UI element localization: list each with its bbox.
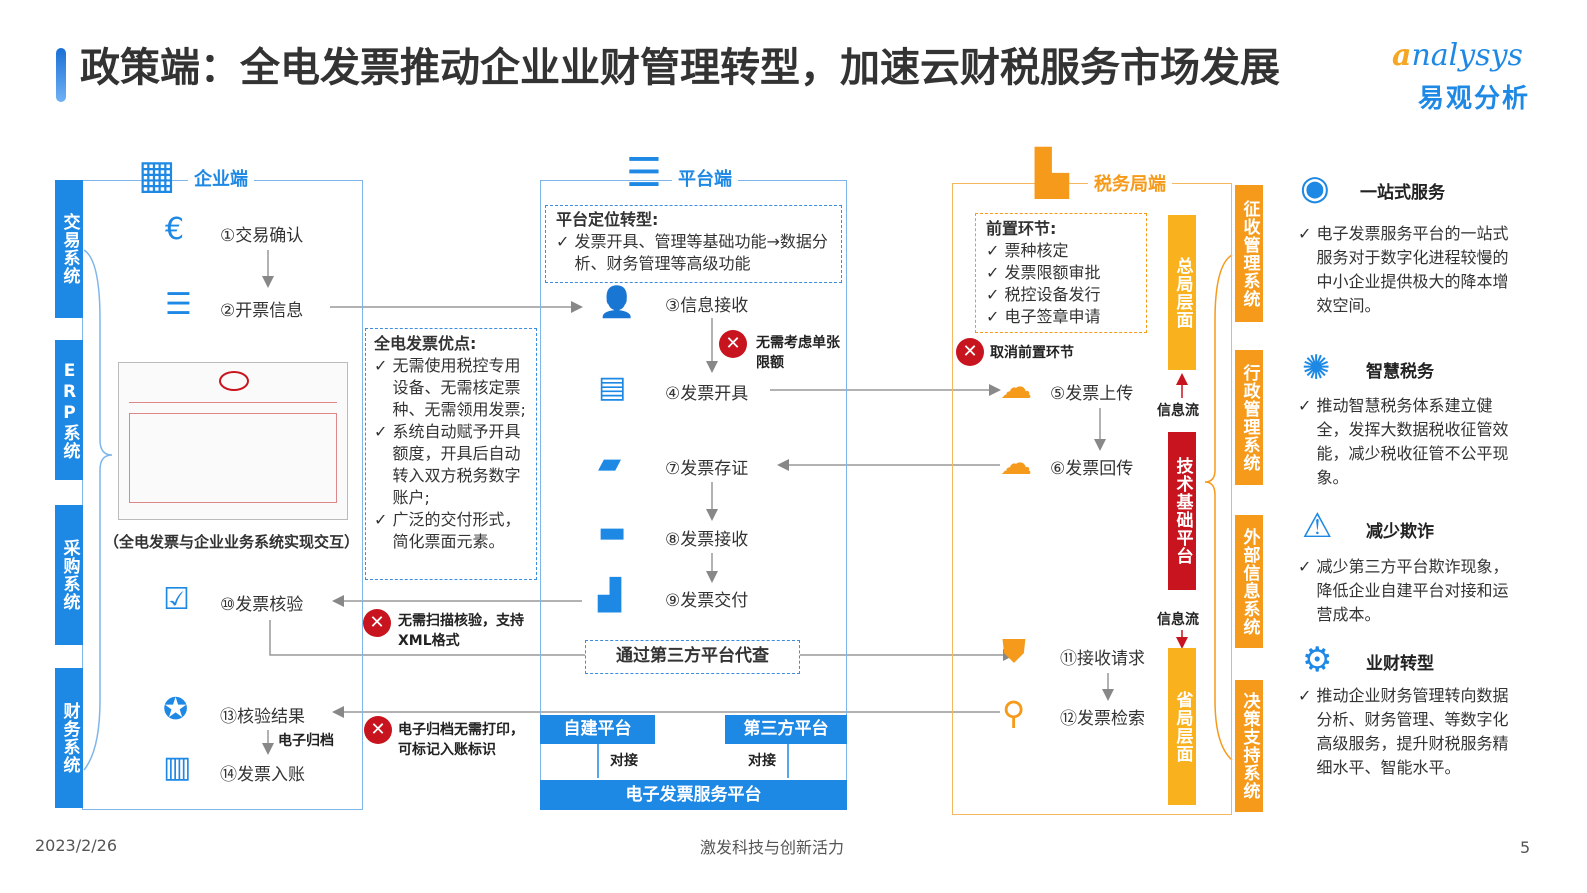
benefit-title: 智慧税务 (1366, 362, 1434, 382)
tab-erp-system: ERP系统 (55, 340, 83, 480)
step-12: ⑫发票检索 (1060, 709, 1145, 729)
advantage-item: ✓ 广泛的交付形式，简化票面元素。 (374, 510, 521, 551)
exchange-icon: € (165, 212, 185, 247)
tab-admin-system: 行政管理系统 (1235, 350, 1263, 485)
server-saas-icon: ☰ (626, 150, 662, 196)
atom-icon: ✺ (1302, 348, 1331, 388)
warning-icon: ⚠ (1302, 506, 1333, 546)
dock-label: 对接 (610, 753, 638, 769)
tab-external-info-system: 外部信息系统 (1235, 515, 1263, 648)
x-mark-icon: ✕ (956, 338, 984, 366)
pre-step: ✓ 票种核定 (986, 241, 1069, 260)
note-scan: 无需扫描核验，支持XML格式 (398, 613, 524, 649)
logo-cn: 易观分析 (1418, 84, 1531, 114)
advantage-item: ✓ 系统自动赋予开具额度，开具后自动转入双方税务数字账户; (374, 422, 521, 507)
advantage-item: ✓ 无需使用税控专用设备、无需核定票种、无需领用发票; (374, 356, 526, 419)
province-level: 省局层面 (1168, 648, 1196, 805)
info-flow-label: 信息流 (1157, 612, 1199, 628)
tab-trade-system: 交易系统 (55, 180, 83, 318)
step-6: ⑥发票回传 (1050, 459, 1134, 479)
tab-finance-system: 财务系统 (55, 668, 83, 808)
step-8: ⑧发票接收 (665, 530, 749, 550)
step-7: ⑦发票存证 (665, 459, 749, 479)
note-cancel: 取消前置环节 (990, 345, 1074, 361)
benefit-title: 减少欺诈 (1366, 522, 1434, 542)
gear-check-icon: ⚙ (1302, 640, 1333, 680)
self-built-platform: 自建平台 (540, 715, 655, 744)
step-2: ②开票信息 (220, 301, 304, 321)
logo: analysys (1392, 38, 1523, 73)
einvoice-service-platform: 电子发票服务平台 (540, 780, 847, 810)
cloud-upload-icon: ☁ (1000, 368, 1032, 406)
pre-step: ✓ 电子签章申请 (986, 307, 1101, 326)
platform-header: 平台端 (672, 165, 738, 191)
archive-label: 电子归档 (278, 733, 334, 749)
positioning-text: ✓ 发票开具、管理等基础功能→数据分析、财务管理等高级功能 (556, 232, 828, 273)
tax-header: 税务局端 (1088, 170, 1172, 196)
positioning-box: 平台定位转型: ✓ 发票开具、管理等基础功能→数据分析、财务管理等高级功能 (545, 205, 842, 283)
benefit-title: 一站式服务 (1360, 183, 1445, 203)
enterprise-header: 企业端 (188, 165, 254, 191)
building-icon: ▦ (138, 152, 176, 198)
coin-icon: ◉ (1300, 168, 1330, 208)
step-14: ⑭发票入账 (220, 765, 305, 785)
info-flow-label: 信息流 (1157, 403, 1199, 419)
central-level: 总局层面 (1168, 215, 1196, 370)
x-mark-icon: ✕ (363, 609, 391, 637)
step-3: ③信息接收 (665, 296, 749, 316)
third-party-check-box: 通过第三方平台代查 (585, 640, 800, 674)
check-gear-icon: ✪ (163, 692, 189, 727)
tab-purchase-system: 采购系统 (55, 505, 83, 645)
checkbox-icon: ☑ (163, 582, 190, 617)
x-mark-icon: ✕ (719, 330, 747, 358)
benefit-text: ✓ 推动企业财务管理转向数据分析、财务管理、等数字化高级服务，提升财税服务精细水… (1298, 686, 1509, 777)
note-archive: 电子归档无需打印，可标记入账标识 (398, 722, 524, 758)
positioning-title: 平台定位转型: (556, 210, 659, 229)
benefit-title: 业财转型 (1366, 654, 1434, 674)
benefit-text: ✓ 推动智慧税务体系建立健全，发挥大数据税收征管效能，减少税收征管不公平现象。 (1298, 396, 1509, 487)
dock-label: 对接 (748, 753, 776, 769)
advantages-title: 全电发票优点: (374, 334, 477, 353)
step-4: ④发票开具 (665, 384, 749, 404)
tax-building-icon: ▙ (1035, 148, 1069, 199)
tech-platform: 技术基础平台 (1168, 432, 1196, 590)
user-signal-icon: 👤 (598, 285, 636, 320)
advantages-box: 全电发票优点: ✓ 无需使用税控专用设备、无需核定票种、无需领用发票; ✓ 系统… (365, 328, 537, 580)
step-11: ⑪接收请求 (1060, 649, 1145, 669)
step-9: ⑨发票交付 (665, 591, 749, 611)
search-icon: ⚲ (1002, 694, 1026, 732)
pre-step: ✓ 税控设备发行 (986, 285, 1101, 304)
laptop-icon: ▬ (598, 515, 627, 550)
benefit-text: ✓ 减少第三方平台欺诈现象，降低企业自建平台对接和运营成本。 (1298, 557, 1509, 624)
footer-date: 2023/2/26 (35, 836, 118, 855)
note-limit: 无需考虑单张限额 (756, 335, 840, 371)
title-accent-bar (56, 48, 66, 102)
ledger-icon: ▥ (163, 750, 192, 785)
cart-boxes-icon: ▟ (598, 578, 622, 613)
benefit-text: ✓ 电子发票服务平台的一站式服务对于数字化进程较慢的中小企业提供极大的降本增效空… (1298, 224, 1509, 315)
pre-step: ✓ 发票限额审批 (986, 263, 1101, 282)
step-5: ⑤发票上传 (1050, 384, 1134, 404)
cloud-download-icon: ☁ (1000, 444, 1032, 482)
step-1: ①交易确认 (220, 226, 304, 246)
invoice-caption: （全电发票与企业业务系统实现交互） (104, 533, 360, 551)
printer-icon: ▤ (598, 370, 627, 405)
pre-steps-box: 前置环节: ✓ 票种核定 ✓ 发票限额审批 ✓ 税控设备发行 ✓ 电子签章申请 (975, 213, 1147, 333)
page-title: 政策端：全电发票推动企业业财管理转型，加速云财税服务市场发展 (80, 45, 1280, 91)
pre-steps-title: 前置环节: (986, 219, 1057, 238)
step-10: ⑩发票核验 (220, 595, 304, 615)
list-icon: ☰ (165, 287, 192, 322)
step-13: ⑬核验结果 (220, 707, 305, 727)
x-mark-icon: ✕ (364, 716, 392, 744)
third-party-platform: 第三方平台 (725, 715, 847, 744)
invoice-image (118, 362, 348, 520)
page-number: 5 (1520, 838, 1531, 857)
tab-decision-support-system: 决策支持系统 (1235, 680, 1263, 812)
footer-slogan: 激发科技与创新活力 (700, 838, 845, 857)
shield-icon: ⛊ (1002, 632, 1027, 670)
usb-drive-icon: ▰ (598, 446, 622, 481)
tab-collection-system: 征收管理系统 (1235, 185, 1263, 322)
